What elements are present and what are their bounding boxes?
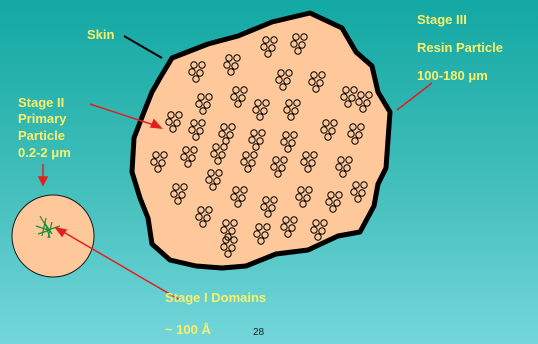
stage3-title: Stage III xyxy=(417,12,467,28)
stage2-size: 0.2-2 μm xyxy=(18,145,71,161)
stage3-size: 100-180 μm xyxy=(417,68,488,84)
skin-label: Skin xyxy=(87,27,114,43)
stage1-title: Stage I Domains xyxy=(165,290,266,306)
stage2-name-line1: Primary xyxy=(18,111,66,127)
skin-pointer-line xyxy=(124,36,162,58)
stage2-name-line2: Particle xyxy=(18,128,65,144)
stage2-title: Stage II xyxy=(18,95,64,111)
stage3-name: Resin Particle xyxy=(417,40,503,56)
stage1-primary-particle-circle xyxy=(12,195,94,277)
stage2-down-arrowhead xyxy=(39,177,47,185)
page-number: 28 xyxy=(253,327,264,338)
stage1-size: ~ 100 Å xyxy=(165,322,211,338)
stage3-pointer-line xyxy=(397,83,432,110)
